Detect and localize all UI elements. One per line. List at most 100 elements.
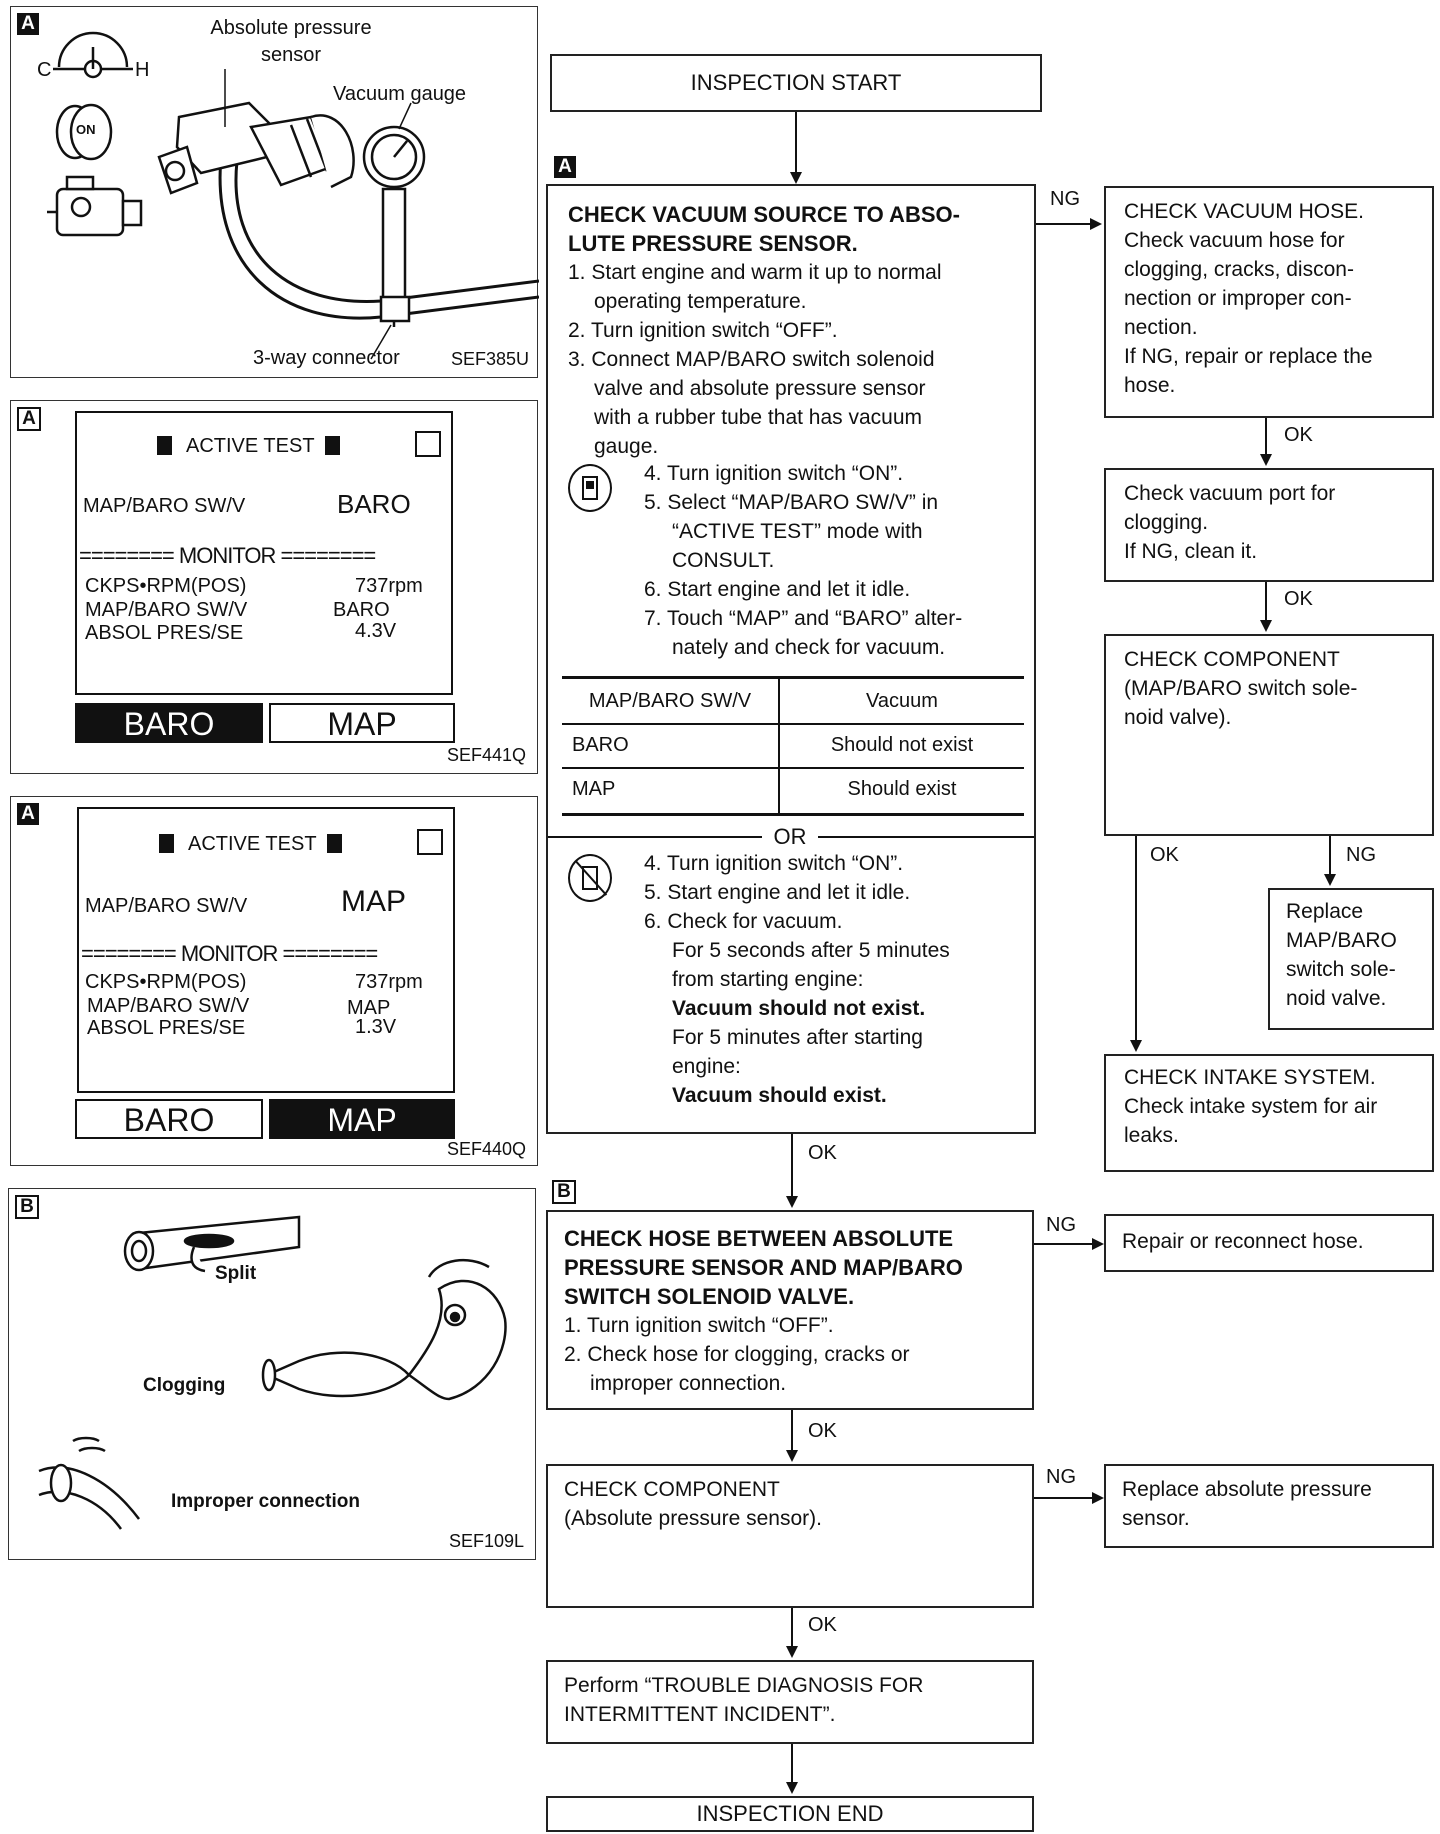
check-component-sensor-box: CHECK COMPONENT (Absolute pressure senso…	[546, 1464, 1034, 1608]
step-item: valve and absolute pressure sensor	[594, 377, 926, 400]
three-way-connector-icon	[379, 295, 411, 323]
consult-screen: ACTIVE TEST MAP/BARO SW/V BARO ======== …	[75, 411, 453, 695]
screen-checkbox[interactable]	[417, 829, 443, 855]
item-value: BARO	[337, 489, 411, 519]
clogging-icon	[261, 1259, 507, 1401]
item-name: MAP/BARO SW/V	[85, 895, 248, 917]
ok-label: OK	[808, 1142, 837, 1164]
absolute-pressure-sensor-icon	[157, 101, 355, 195]
box-line: If NG, repair or replace the	[1124, 345, 1373, 368]
key-on-label: ON	[76, 122, 96, 137]
ng-label: NG	[1050, 188, 1080, 210]
map-button[interactable]: MAP	[269, 703, 455, 743]
ng-label: NG	[1046, 1214, 1076, 1236]
box-line: CHECK INTAKE SYSTEM.	[1124, 1066, 1376, 1089]
box-title: PRESSURE SENSOR AND MAP/BARO	[564, 1255, 963, 1280]
box-line: noid valve.	[1286, 987, 1387, 1010]
monitor-row-value: 737rpm	[355, 575, 423, 597]
step-item: gauge.	[594, 435, 659, 458]
box-line: Perform “TROUBLE DIAGNOSIS FOR	[564, 1674, 924, 1697]
box-line: INTERMITTENT INCIDENT”.	[564, 1703, 836, 1726]
table-cell: Should exist	[847, 778, 957, 800]
box-line: Check vacuum port for	[1124, 482, 1336, 505]
improper-connection-icon	[38, 1436, 140, 1530]
monitor-row-name: CKPS•RPM(POS)	[85, 971, 247, 993]
step-item: For 5 minutes after starting	[672, 1026, 923, 1049]
panel-label: A	[17, 13, 39, 35]
figure-code: SEF440Q	[447, 1139, 527, 1159]
table-cell: BARO	[572, 734, 629, 756]
screen-checkbox[interactable]	[415, 431, 441, 457]
box-line: hose.	[1124, 374, 1176, 397]
box-line: clogging.	[1124, 511, 1209, 534]
square-icon	[324, 436, 340, 455]
box-title: CHECK VACUUM SOURCE TO ABSO-	[568, 202, 960, 227]
monitor-row-name: ABSOL PRES/SE	[87, 1017, 246, 1039]
ok-label: OK	[1150, 844, 1179, 866]
consult-screen: ACTIVE TEST MAP/BARO SW/V MAP ======== M…	[77, 807, 455, 1093]
table-header: MAP/BARO SW/V	[588, 690, 752, 712]
box-line: CHECK COMPONENT	[564, 1478, 780, 1501]
ok-label: OK	[808, 1420, 837, 1442]
check-hose-between-box: CHECK HOSE BETWEEN ABSOLUTE PRESSURE SEN…	[546, 1210, 1034, 1410]
box-line: leaks.	[1124, 1124, 1179, 1147]
baro-button[interactable]: BARO	[75, 703, 263, 743]
monitor-row-value: BARO	[333, 599, 390, 621]
ng-label: NG	[1046, 1466, 1076, 1488]
step-item: 2. Turn ignition switch “OFF”.	[568, 319, 838, 342]
baro-button[interactable]: BARO	[75, 1099, 263, 1139]
sensor-label: Absolute pressure sensor	[210, 17, 372, 66]
monitor-divider: ======== MONITOR ========	[79, 543, 376, 568]
hose-fault-illustration	[38, 1215, 507, 1530]
map-button[interactable]: MAP	[269, 1099, 455, 1139]
replace-solenoid-valve-box: Replace MAP/BARO switch sole- noid valve…	[1268, 888, 1434, 1030]
figure-code: SEF109L	[449, 1531, 525, 1551]
repair-hose-box: Repair or reconnect hose.	[1104, 1214, 1434, 1272]
panel-label: B	[15, 1195, 39, 1219]
inspection-end-box: INSPECTION END	[546, 1796, 1034, 1832]
step-item: 6. Check for vacuum.	[644, 910, 843, 933]
step-item: 5. Start engine and let it idle.	[644, 881, 911, 904]
ok-label: OK	[1284, 424, 1313, 446]
connector-label: 3-way connector	[253, 347, 400, 369]
square-icon	[326, 834, 342, 853]
no-consult-icon	[568, 854, 612, 902]
monitor-divider: ======== MONITOR ========	[81, 941, 378, 966]
perform-diagnosis-box: Perform “TROUBLE DIAGNOSIS FOR INTERMITT…	[546, 1660, 1034, 1744]
step-item: 4. Turn ignition switch “ON”.	[644, 852, 904, 875]
check-component-solenoid-box: CHECK COMPONENT (MAP/BARO switch sole- n…	[1104, 634, 1434, 836]
box-title: CHECK HOSE BETWEEN ABSOLUTE	[564, 1226, 954, 1251]
box-line: noid valve).	[1124, 706, 1232, 729]
box-line: (Absolute pressure sensor).	[564, 1507, 822, 1530]
ok-label: OK	[1284, 588, 1313, 610]
step-item: CONSULT.	[672, 549, 775, 572]
step-item: nately and check for vacuum.	[672, 636, 946, 659]
gauge-c-label: C	[37, 59, 52, 81]
panel-label: A	[17, 407, 41, 431]
figure-code: SEF441Q	[447, 745, 527, 765]
engine-icon	[47, 175, 143, 237]
box-line: nection.	[1124, 316, 1198, 339]
box-line: CHECK COMPONENT	[1124, 648, 1340, 671]
box-line: (MAP/BARO switch sole-	[1124, 677, 1358, 700]
step-item: Vacuum should not exist.	[672, 997, 926, 1020]
monitor-row-name: MAP/BARO SW/V	[85, 599, 248, 621]
temperature-gauge-icon	[53, 31, 133, 79]
sensor-illustration	[47, 31, 539, 360]
step-item: improper connection.	[590, 1372, 787, 1395]
box-line: Replace	[1286, 900, 1364, 923]
check-vacuum-port-box: Check vacuum port for clogging. If NG, c…	[1104, 468, 1434, 582]
item-name: MAP/BARO SW/V	[83, 495, 246, 517]
box-title: LUTE PRESSURE SENSOR.	[568, 231, 858, 256]
monitor-row-value: 1.3V	[355, 1016, 397, 1038]
screen-title: ACTIVE TEST	[157, 433, 340, 460]
step-item: For 5 seconds after 5 minutes	[672, 939, 950, 962]
clogging-label: Clogging	[143, 1375, 226, 1396]
panel-hose-faults: B Split Clogging Improper conne	[8, 1188, 536, 1560]
check-intake-system-box: CHECK INTAKE SYSTEM. Check intake system…	[1104, 1054, 1434, 1172]
box-line: Replace absolute pressure	[1122, 1478, 1372, 1501]
step-item: Vacuum should exist.	[672, 1084, 887, 1107]
table-header: Vacuum	[866, 690, 938, 712]
vacuum-table: MAP/BARO SW/V Vacuum BARO Should not exi…	[562, 676, 1024, 816]
box-title: SWITCH SOLENOID VALVE.	[564, 1284, 855, 1309]
